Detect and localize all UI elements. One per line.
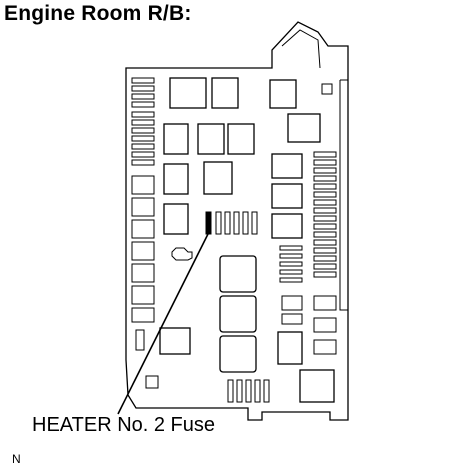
relay	[163, 203, 189, 235]
mini-fuse	[215, 211, 222, 235]
relay	[271, 213, 303, 239]
corner-mark: N	[12, 452, 21, 466]
relay	[211, 77, 239, 109]
relay	[271, 183, 303, 209]
large-relay	[219, 335, 257, 373]
small-fuse	[135, 329, 145, 351]
middle-fuse-stack	[279, 245, 303, 325]
mounting-tab	[321, 83, 333, 95]
relay-block-right-rail	[339, 79, 348, 311]
relay	[299, 369, 335, 403]
relay	[277, 331, 303, 365]
relay	[269, 79, 297, 109]
relay	[227, 123, 255, 155]
relay	[163, 123, 189, 155]
left-fuse-stack	[131, 77, 155, 323]
connector-clip	[171, 247, 193, 261]
relay	[271, 153, 303, 179]
mounting-tab	[145, 375, 159, 389]
heater-no-2-fuse	[205, 211, 212, 235]
relay	[159, 327, 191, 355]
relay	[169, 77, 207, 109]
mini-fuse	[242, 211, 249, 235]
relay-block-inner-edge	[281, 29, 321, 69]
large-relay	[219, 255, 257, 293]
right-fuse-stack	[313, 151, 337, 355]
mini-fuse	[224, 211, 231, 235]
relay	[197, 123, 225, 155]
bottom-fuse-row	[227, 379, 270, 403]
callout-leader-line	[117, 233, 209, 415]
relay	[203, 161, 233, 195]
large-relay	[219, 295, 257, 333]
heater-fuse-callout-label: HEATER No. 2 Fuse	[32, 414, 216, 436]
mini-fuse	[233, 211, 240, 235]
diagram-title: Engine Room R/B:	[4, 2, 192, 25]
relay-block-outline	[125, 21, 349, 421]
mini-fuse	[251, 211, 258, 235]
relay	[163, 163, 189, 195]
relay	[287, 113, 321, 143]
